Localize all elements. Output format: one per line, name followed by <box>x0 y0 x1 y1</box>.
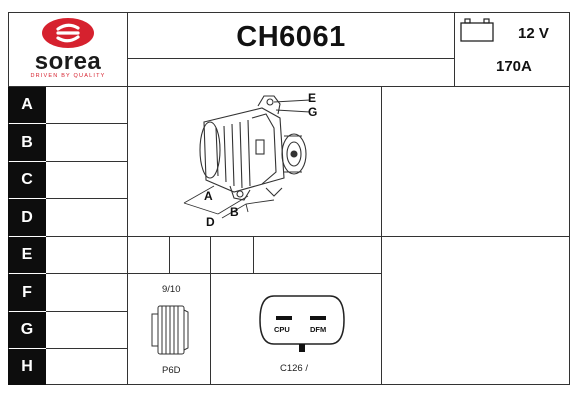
brand-name: sorea <box>34 48 102 75</box>
grid-line <box>381 86 382 385</box>
row-label-h: H <box>8 349 46 385</box>
sheet-frame <box>8 12 570 385</box>
grid-line <box>127 236 570 237</box>
brand-logo: sorea DRIVEN BY QUALITY <box>14 16 122 82</box>
grid-line <box>46 236 127 237</box>
callout-e: E <box>308 91 317 105</box>
grid-line <box>127 273 381 274</box>
grid-line <box>127 58 454 59</box>
grid-line <box>169 236 170 273</box>
pulley-size: 9/10 <box>162 284 181 295</box>
grid-line <box>210 236 211 385</box>
row-label-c: C <box>8 162 46 198</box>
callout-a: A <box>204 189 213 203</box>
voltage-value: 12 V <box>518 25 549 42</box>
row-label-g: G <box>8 312 46 348</box>
row-label-a: A <box>8 87 46 123</box>
grid-line <box>253 236 254 273</box>
part-reference: CH6061 <box>236 20 346 53</box>
connector-icon <box>256 294 348 359</box>
callout-b: B <box>230 205 239 219</box>
grid-line <box>46 311 127 312</box>
row-label-e: E <box>8 237 46 273</box>
row-label-d: D <box>8 199 46 236</box>
grid-line <box>46 348 127 349</box>
grid-line <box>127 12 128 385</box>
pulley-type: P6D <box>162 365 181 376</box>
connector-code: C126 / <box>280 363 308 374</box>
connector-pin-dfm: DFM <box>310 325 327 334</box>
row-label-f: F <box>8 274 46 311</box>
connector-pin-cpu: CPU <box>274 325 290 334</box>
grid-line <box>8 86 570 87</box>
grid-line <box>46 161 127 162</box>
grid-line <box>46 123 127 124</box>
callout-d: D <box>206 215 215 229</box>
grid-line <box>46 273 127 274</box>
alternator-icon <box>183 95 311 219</box>
battery-icon <box>460 18 494 47</box>
row-label-b: B <box>8 124 46 161</box>
sorea-emblem-icon <box>42 18 94 48</box>
grid-line <box>454 12 455 86</box>
pulley-icon <box>150 300 190 363</box>
alternator-diagram: E G A B D <box>170 88 340 234</box>
brand-tagline: DRIVEN BY QUALITY <box>30 73 106 79</box>
amperage-value: 170A <box>496 58 532 75</box>
grid-line <box>46 198 127 199</box>
callout-g: G <box>308 105 318 119</box>
